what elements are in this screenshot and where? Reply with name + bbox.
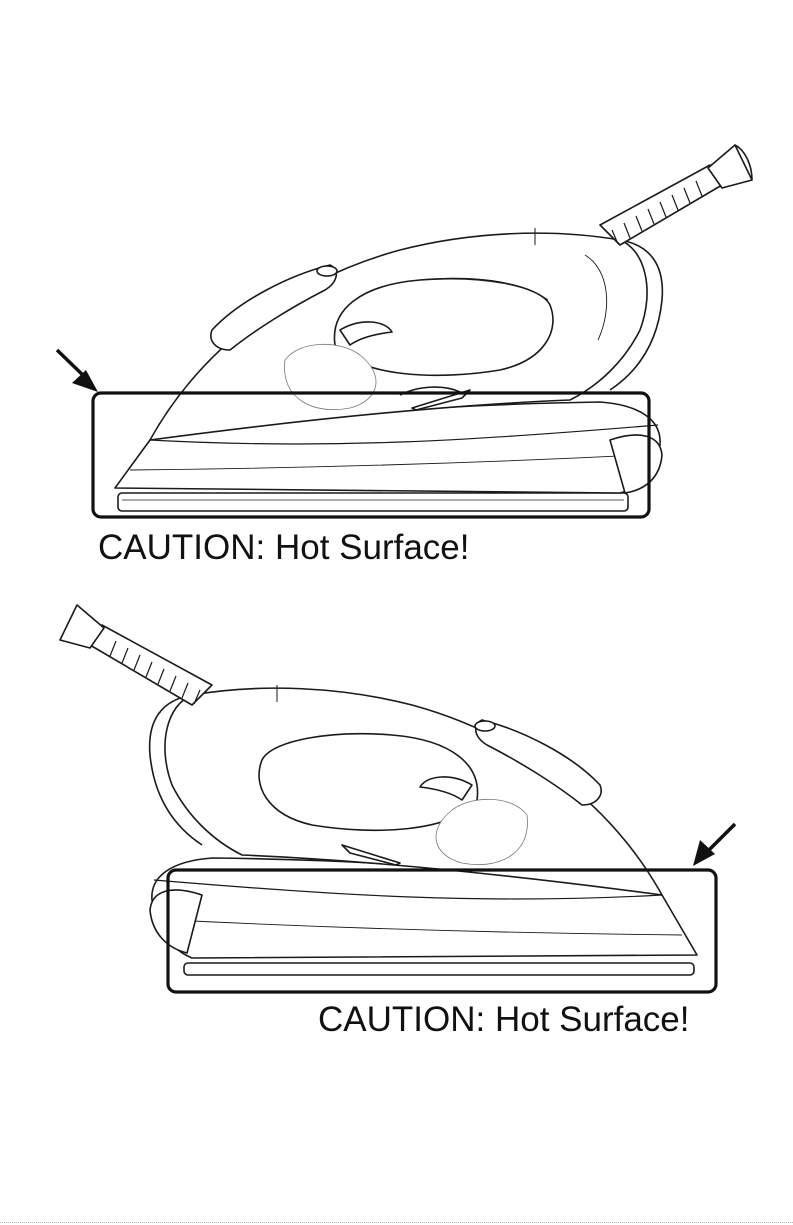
power-cord: [600, 145, 752, 245]
caution-caption-top: CAUTION: Hot Surface!: [98, 530, 469, 565]
iron-figure-bottom: [0, 600, 793, 1000]
warning-arrow: [57, 350, 98, 392]
caution-caption-bottom: CAUTION: Hot Surface!: [318, 1002, 689, 1037]
iron-illustration-mirrored: [60, 605, 697, 975]
iron-illustration: [115, 145, 752, 511]
warning-arrow-2: [693, 824, 735, 866]
soleplate: [118, 493, 628, 511]
iron-figure-top: [0, 0, 793, 580]
page-edge-rule: [0, 1222, 793, 1223]
